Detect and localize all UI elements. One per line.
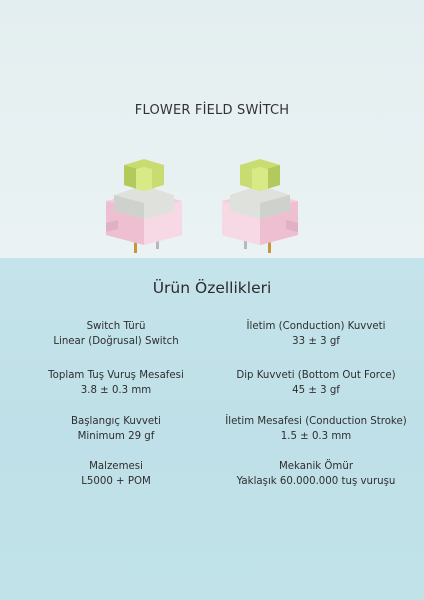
spec-conduction-force: İletim (Conduction) Kuvveti 33 ± 3 gf (210, 319, 422, 349)
spec-bottom-out-force: Dip Kuvveti (Bottom Out Force) 45 ± 3 gf (210, 368, 422, 398)
product-title: FLOWER FİELD SWİTCH (134, 103, 290, 118)
spec-label: Malzemesi (89, 461, 143, 472)
spec-value: 45 ± 3 gf (292, 385, 340, 396)
switch-image-left (106, 159, 182, 253)
spec-switch-type: Switch Türü Linear (Doğrusal) Switch (10, 319, 222, 349)
spec-value: 33 ± 3 gf (292, 336, 340, 347)
spec-value: L5000 + POM (81, 476, 151, 487)
spec-initial-force: Başlangıç Kuvveti Minimum 29 gf (10, 414, 222, 444)
spec-label: İletim Mesafesi (Conduction Stroke) (225, 416, 407, 427)
spec-value: Linear (Doğrusal) Switch (53, 336, 179, 347)
spec-label: Switch Türü (86, 321, 146, 332)
switch-image-right (222, 159, 298, 253)
spec-mechanical-life: Mekanik Ömür Yaklaşık 60.000.000 tuş vur… (210, 459, 422, 489)
spec-total-travel: Toplam Tuş Vuruş Mesafesi 3.8 ± 0.3 mm (10, 368, 222, 398)
spec-label: Mekanik Ömür (278, 461, 354, 472)
spec-label: Başlangıç Kuvveti (71, 416, 161, 427)
spec-value: 1.5 ± 0.3 mm (280, 431, 352, 442)
spec-label: İletim (Conduction) Kuvveti (246, 321, 386, 332)
spec-label: Dip Kuvveti (Bottom Out Force) (236, 370, 396, 381)
spec-label: Toplam Tuş Vuruş Mesafesi (48, 370, 184, 381)
spec-value: Yaklaşık 60.000.000 tuş vuruşu (236, 476, 396, 487)
product-hero (0, 0, 424, 258)
spec-conduction-stroke: İletim Mesafesi (Conduction Stroke) 1.5 … (210, 414, 422, 444)
spec-panel (0, 258, 424, 600)
spec-material: Malzemesi L5000 + POM (10, 459, 222, 489)
spec-value: Minimum 29 gf (77, 431, 155, 442)
features-heading: Ürün Özellikleri (152, 279, 272, 297)
spec-value: 3.8 ± 0.3 mm (80, 385, 152, 396)
